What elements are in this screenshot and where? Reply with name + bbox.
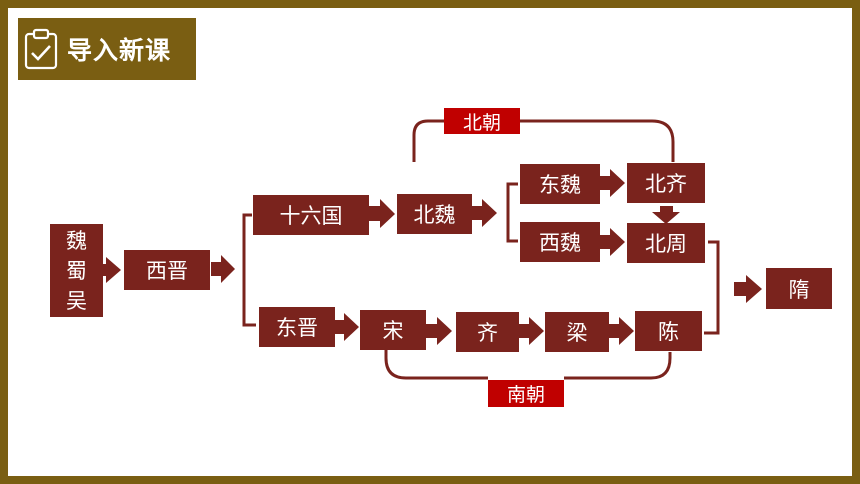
label-south-dynasties: 南朝: [488, 380, 564, 407]
node-beizhou: 北周: [627, 223, 705, 263]
section-title: 导入新课: [67, 36, 172, 65]
node-sui: 隋: [766, 268, 832, 309]
arrow-song-qi: [426, 317, 452, 345]
arrow-xiwei-beizhou: [599, 228, 625, 256]
node-liang: 梁: [545, 312, 609, 352]
arrow-dongwei-beiqi: [599, 169, 625, 197]
arrow-to-sui: [734, 275, 762, 303]
node-dongwei: 东魏: [520, 164, 600, 204]
arrow-qi-liang: [518, 317, 544, 345]
node-xiwei: 西魏: [520, 222, 600, 262]
node-beiqi: 北齐: [627, 163, 705, 203]
arrow-xijin-out: [211, 255, 235, 283]
arrow-liang-chen: [608, 317, 634, 345]
arrow-beiwei-out: [471, 199, 497, 227]
node-shiliuguo: 十六国: [253, 195, 369, 235]
node-dongjin: 东晋: [259, 307, 335, 347]
node-song: 宋: [360, 310, 426, 350]
section-header: 导入新课: [18, 18, 196, 80]
node-beiwei: 北魏: [397, 194, 472, 234]
arrow-dongjin-song: [333, 313, 359, 341]
clipboard-check-icon: [24, 28, 58, 70]
node-qi: 齐: [456, 312, 519, 352]
node-xijin: 西晋: [124, 250, 210, 290]
node-wei-shu-wu: 魏 蜀 吴: [50, 224, 103, 317]
arrow-wsw-xijin: [95, 257, 121, 283]
arrow-shiliuguo-beiwei: [369, 199, 395, 228]
label-north-dynasties: 北朝: [444, 108, 520, 134]
node-chen: 陈: [635, 311, 702, 351]
